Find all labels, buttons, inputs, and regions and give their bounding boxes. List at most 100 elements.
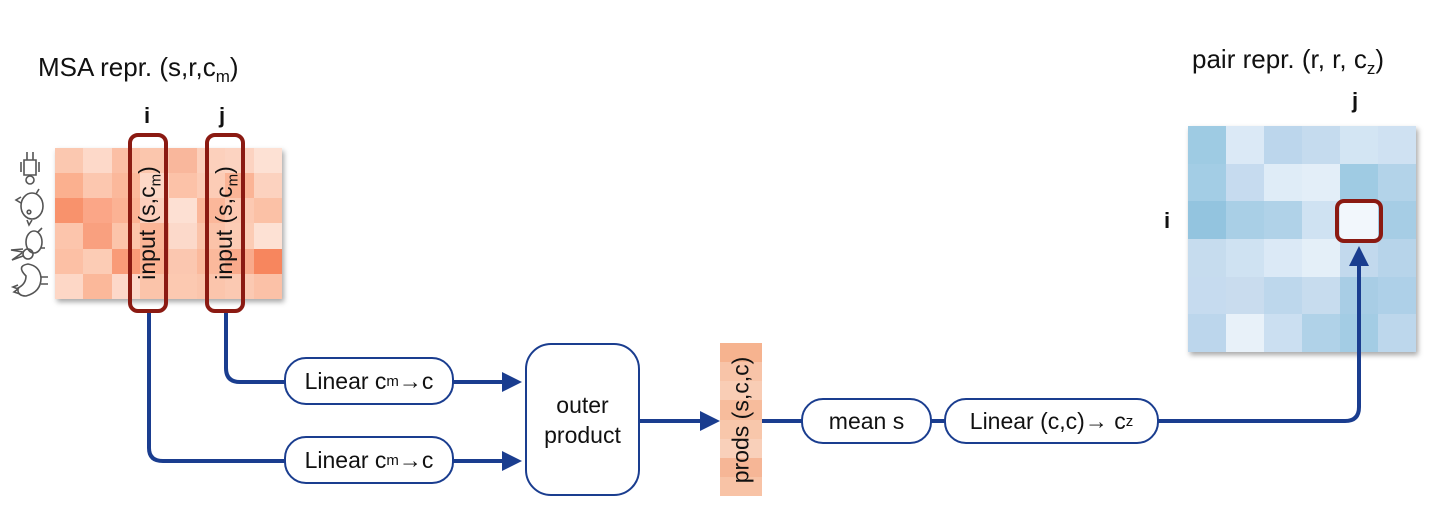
pair-cell xyxy=(1226,201,1264,239)
msa-cell xyxy=(253,223,282,249)
msa-cell xyxy=(225,223,254,249)
msa-cell xyxy=(140,173,169,199)
pair-cell xyxy=(1302,239,1340,277)
pair-cell xyxy=(1378,126,1416,164)
pair-target-cell-highlight xyxy=(1335,199,1383,243)
prods-tensor xyxy=(720,343,762,496)
msa-column-j-highlight xyxy=(205,133,245,313)
msa-cell xyxy=(168,223,197,249)
pair-cell xyxy=(1188,163,1226,202)
msa-cell xyxy=(225,173,254,199)
prods-cell xyxy=(720,438,762,458)
msa-cell xyxy=(168,273,197,299)
pair-cell xyxy=(1340,201,1378,239)
msa-cell xyxy=(83,173,112,199)
msa-cell xyxy=(83,273,112,299)
msa-cell xyxy=(225,198,254,224)
pair-cell xyxy=(1264,201,1302,239)
pair-grid xyxy=(1188,126,1416,352)
pair-cell xyxy=(1188,276,1226,315)
msa-cell xyxy=(111,248,141,274)
mean-s-box: mean s xyxy=(801,398,932,444)
msa-cell xyxy=(111,173,141,199)
msa-cell xyxy=(168,173,197,199)
prods-cell xyxy=(720,457,762,477)
msa-cell xyxy=(253,273,282,299)
wire-j-to-linear-top xyxy=(224,313,286,384)
msa-cell xyxy=(196,173,226,199)
pair-cell xyxy=(1264,276,1302,315)
msa-label-i: i xyxy=(144,103,151,128)
msa-cell xyxy=(140,148,169,174)
pair-cell xyxy=(1378,314,1416,352)
msa-cell xyxy=(111,273,141,299)
msa-cell xyxy=(196,198,226,224)
pair-cell xyxy=(1226,239,1264,277)
msa-cell xyxy=(55,248,84,274)
pair-cell xyxy=(1264,163,1302,202)
prods-label: prods (s,c,c) xyxy=(727,356,754,484)
pair-cell xyxy=(1378,201,1416,239)
pair-cell xyxy=(1302,314,1340,352)
pair-cell xyxy=(1188,239,1226,277)
msa-cell xyxy=(196,223,226,249)
pair-cell xyxy=(1264,239,1302,277)
prods-cell xyxy=(720,476,762,496)
pair-cell xyxy=(1378,276,1416,315)
pair-cell xyxy=(1378,239,1416,277)
msa-cell xyxy=(168,198,197,224)
prods-cell xyxy=(720,400,762,420)
pair-label-i: i xyxy=(1164,208,1171,233)
msa-cell xyxy=(83,223,112,249)
msa-cell xyxy=(55,173,84,199)
msa-cell xyxy=(196,273,226,299)
pair-cell xyxy=(1226,163,1264,202)
pair-cell xyxy=(1226,126,1264,164)
rabbit-icon xyxy=(10,227,45,261)
wire-linear-out-to-pair xyxy=(1157,246,1369,423)
pair-cell xyxy=(1188,201,1226,239)
msa-cell xyxy=(168,248,197,274)
pair-title: pair repr. (r, r, cz) xyxy=(1192,44,1384,79)
msa-title: MSA repr. (s,r,cm) xyxy=(38,52,239,87)
msa-cell xyxy=(140,223,169,249)
msa-cell xyxy=(140,198,169,224)
msa-column-i-highlight xyxy=(128,133,168,313)
msa-cell xyxy=(111,198,141,224)
pair-cell xyxy=(1302,163,1340,202)
msa-cell xyxy=(55,273,84,299)
prods-cell xyxy=(720,343,762,363)
species-icons xyxy=(10,152,48,297)
msa-cell xyxy=(111,148,141,174)
msa-cell xyxy=(83,148,112,174)
pair-cell xyxy=(1226,276,1264,315)
human-icon xyxy=(20,152,40,185)
msa-cell xyxy=(196,148,226,174)
msa-cell xyxy=(140,273,169,299)
msa-cell xyxy=(55,148,84,174)
pair-cell xyxy=(1264,314,1302,352)
msa-label-j: j xyxy=(219,103,226,128)
prods-cell xyxy=(720,381,762,401)
pair-cell xyxy=(1188,314,1226,352)
msa-cell xyxy=(225,148,254,174)
msa-cell xyxy=(196,248,226,274)
pair-label-j: j xyxy=(1352,88,1359,113)
pair-cell xyxy=(1340,163,1378,202)
pair-cell xyxy=(1226,314,1264,352)
pair-cell xyxy=(1302,276,1340,315)
msa-cell xyxy=(253,173,282,199)
pair-cell xyxy=(1378,163,1416,202)
msa-cell xyxy=(253,198,282,224)
msa-cell xyxy=(140,248,169,274)
rooster-icon xyxy=(10,263,48,297)
msa-cell xyxy=(253,248,282,274)
pair-cell xyxy=(1302,201,1340,239)
msa-cell xyxy=(111,223,141,249)
msa-grid xyxy=(55,148,282,299)
pair-cell xyxy=(1264,126,1302,164)
pair-cell xyxy=(1188,126,1226,164)
